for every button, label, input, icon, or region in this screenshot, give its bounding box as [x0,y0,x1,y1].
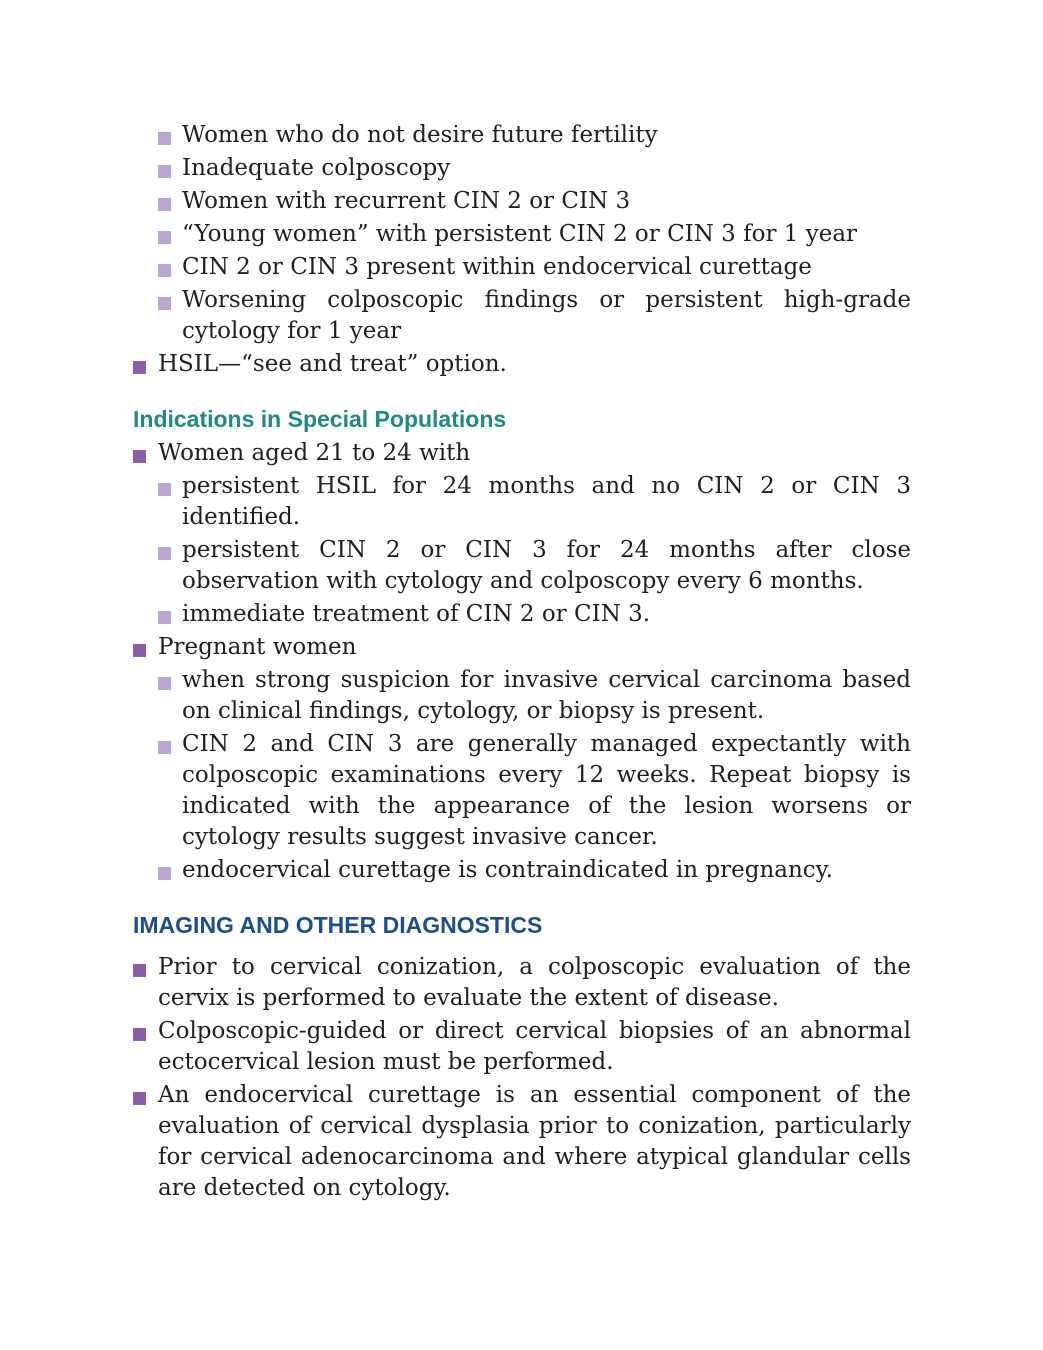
list-item: “Young women” with persistent CIN 2 or C… [133,219,911,250]
list-item: Women aged 21 to 24 with [133,438,911,469]
list-item: Women with recurrent CIN 2 or CIN 3 [133,186,911,217]
square-bullet-icon [133,964,146,977]
list-item-text: HSIL—“see and treat” option. [158,351,507,377]
square-bullet-icon [133,361,146,374]
list-item-text: An endocervical curettage is an essentia… [158,1082,911,1201]
light-square-bullet-icon [158,198,171,211]
document-page: Women who do not desire future fertility… [133,120,911,1204]
square-bullet-icon [133,1092,146,1105]
list-item: Inadequate colposcopy [133,153,911,184]
list-item: HSIL—“see and treat” option. [133,349,911,380]
list-item-text: Colposcopic-guided or direct cervical bi… [158,1018,911,1075]
square-bullet-icon [133,450,146,463]
list-item-text: persistent HSIL for 24 months and no CIN… [182,473,911,530]
list-item: Worsening colposcopic findings or persis… [133,285,911,347]
list-item-text: persistent CIN 2 or CIN 3 for 24 months … [182,537,911,594]
square-bullet-icon [133,644,146,657]
list-item-text: “Young women” with persistent CIN 2 or C… [182,221,858,247]
light-square-bullet-icon [158,483,171,496]
light-square-bullet-icon [158,741,171,754]
list-item-text: endocervical curettage is contraindicate… [182,857,833,883]
imaging-list: Prior to cervical conization, a colposco… [133,952,911,1204]
list-item-text: Worsening colposcopic findings or persis… [182,287,911,344]
list-item: CIN 2 or CIN 3 present within endocervic… [133,252,911,283]
list-item: An endocervical curettage is an essentia… [133,1080,911,1204]
list-item-text: Women who do not desire future fertility [182,122,658,148]
square-bullet-icon [133,1028,146,1041]
light-square-bullet-icon [158,165,171,178]
list-item-text: Pregnant women [158,634,357,660]
list-item: when strong suspicion for invasive cervi… [133,665,911,727]
special-populations-list: Women aged 21 to 24 with persistent HSIL… [133,438,911,886]
list-item: Prior to cervical conization, a colposco… [133,952,911,1014]
light-square-bullet-icon [158,231,171,244]
section-heading-imaging: IMAGING AND OTHER DIAGNOSTICS [133,912,543,938]
list-item: immediate treatment of CIN 2 or CIN 3. [133,599,911,630]
list-item: Pregnant women [133,632,911,663]
list-item: persistent CIN 2 or CIN 3 for 24 months … [133,535,911,597]
light-square-bullet-icon [158,677,171,690]
list-item-text: CIN 2 and CIN 3 are generally managed ex… [182,731,911,850]
light-square-bullet-icon [158,132,171,145]
list-item-text: when strong suspicion for invasive cervi… [182,667,911,724]
list-item: persistent HSIL for 24 months and no CIN… [133,471,911,533]
indications-sublist: Women who do not desire future fertility… [133,120,911,380]
list-item-text: Prior to cervical conization, a colposco… [158,954,911,1011]
list-item-text: Inadequate colposcopy [182,155,451,181]
list-item: endocervical curettage is contraindicate… [133,855,911,886]
light-square-bullet-icon [158,264,171,277]
light-square-bullet-icon [158,547,171,560]
list-item: Colposcopic-guided or direct cervical bi… [133,1016,911,1078]
list-item-text: Women with recurrent CIN 2 or CIN 3 [182,188,631,214]
list-item: Women who do not desire future fertility [133,120,911,151]
light-square-bullet-icon [158,297,171,310]
light-square-bullet-icon [158,867,171,880]
list-item: CIN 2 and CIN 3 are generally managed ex… [133,729,911,853]
list-item-text: immediate treatment of CIN 2 or CIN 3. [182,601,651,627]
list-item-text: CIN 2 or CIN 3 present within endocervic… [182,254,812,280]
list-item-text: Women aged 21 to 24 with [158,440,471,466]
section-heading-special-populations: Indications in Special Populations [133,406,507,432]
light-square-bullet-icon [158,611,171,624]
